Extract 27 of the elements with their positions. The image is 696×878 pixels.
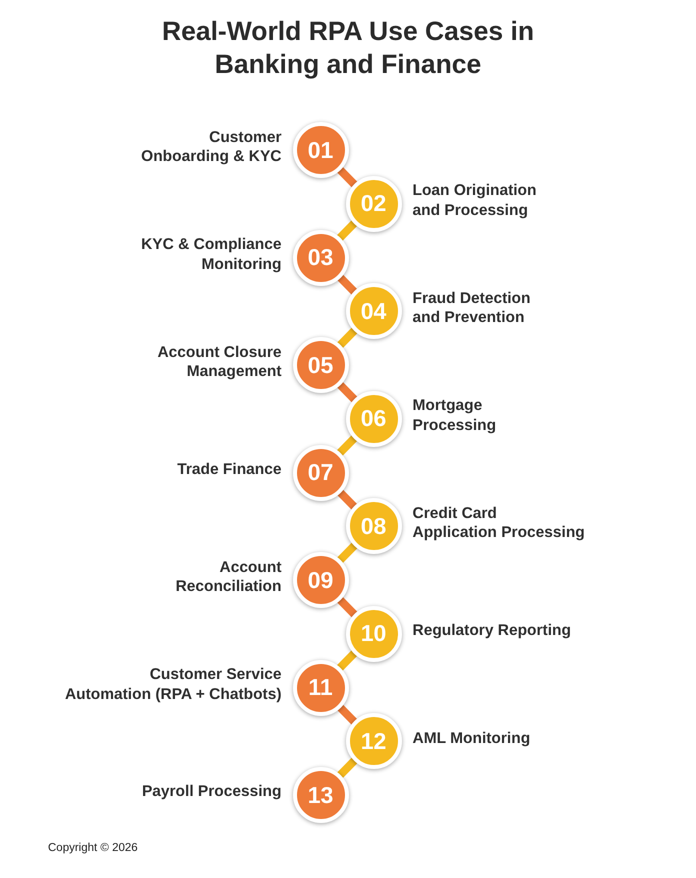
connector-line <box>336 596 358 618</box>
title: Real-World RPA Use Cases in Banking and Finance <box>162 15 534 81</box>
connector-line <box>336 488 358 510</box>
connector-line <box>336 650 358 672</box>
connector-line <box>336 328 358 349</box>
use-case-label: Mortgage Processing <box>412 396 496 436</box>
use-case-label: Loan Origination and Processing <box>412 181 536 220</box>
use-case-label: Credit Card Application Processing <box>412 504 585 543</box>
connector-line <box>336 220 358 242</box>
connector-line <box>336 166 358 188</box>
connector-line <box>336 435 358 456</box>
use-case-label: Account Reconciliation <box>176 558 282 596</box>
use-case-label: AML Monitoring <box>412 728 530 748</box>
use-case-label: Account Closure Management <box>157 342 282 382</box>
connector-line <box>336 274 358 295</box>
use-case-label: Customer Service Automation (RPA + Chatbots) <box>64 665 282 704</box>
use-case-label: Regulatory Reporting <box>412 621 571 640</box>
connector-line <box>336 542 358 564</box>
use-case-label: KYC & Compliance Monitoring <box>141 235 282 274</box>
connector-line <box>336 758 358 779</box>
connector-line <box>336 381 358 402</box>
connector-line <box>336 704 358 725</box>
use-case-label: Customer Onboarding & KYC <box>141 128 282 166</box>
use-case-label: Fraud Detection and Prevention <box>412 288 530 328</box>
copyright-note: Copyright © 2026 <box>48 842 138 854</box>
use-case-label: Payroll Processing <box>142 782 282 802</box>
use-case-label: Trade Finance <box>177 460 282 480</box>
